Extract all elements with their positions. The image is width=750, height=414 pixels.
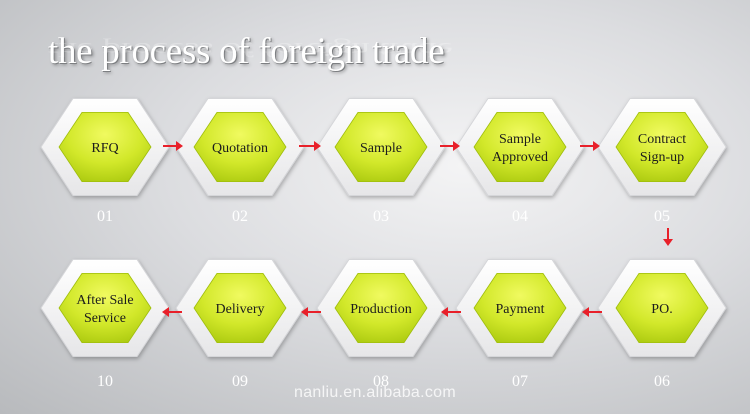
step-node: Production 08 (316, 259, 446, 390)
flow-arrow (441, 307, 461, 317)
step-label: Approved (492, 150, 548, 165)
step-number: 06 (654, 373, 670, 390)
step-label: Payment (496, 302, 545, 317)
step-label: Quotation (212, 141, 268, 156)
step-number: 07 (512, 373, 528, 390)
hexagon-core (473, 272, 567, 344)
step-node: Delivery 09 (175, 259, 305, 390)
hexagon-core (58, 112, 152, 183)
step-label: Service (84, 311, 126, 326)
step-label: Delivery (216, 302, 265, 317)
flow-arrow (301, 307, 321, 317)
flow-arrow (663, 228, 673, 246)
hexagon-core (58, 272, 152, 344)
step-node: RFQ 01 (40, 98, 170, 225)
arrowhead-icon (301, 307, 308, 317)
step-label: Production (350, 302, 411, 317)
watermark: nanliu.en.alibaba.com (294, 384, 456, 401)
hexagon-core (193, 112, 287, 183)
step-number: 04 (512, 208, 528, 225)
flow-arrow (580, 141, 600, 151)
arrowhead-icon (176, 141, 183, 151)
flow-arrow (163, 141, 183, 151)
step-number: 02 (232, 208, 248, 225)
step-number: 05 (654, 208, 670, 225)
arrowhead-icon (314, 141, 321, 151)
diagram-title: the process of foreign trade (48, 31, 445, 72)
arrowhead-icon (663, 239, 673, 246)
step-label: RFQ (91, 141, 118, 156)
arrowhead-icon (453, 141, 460, 151)
hexagon-core (334, 272, 428, 344)
step-number: 08 (373, 373, 389, 390)
step-number: 01 (97, 208, 113, 225)
step-label: Sample (360, 141, 402, 156)
flow-arrow (299, 141, 321, 151)
step-number: 10 (97, 373, 113, 390)
arrowhead-icon (593, 141, 600, 151)
hexagon-core (473, 112, 567, 183)
step-label: PO. (651, 302, 672, 317)
step-node: Sample 03 (316, 98, 446, 225)
flow-arrow (440, 141, 460, 151)
step-label: After Sale (76, 293, 133, 308)
step-label: Sample (499, 132, 541, 147)
hexagon-core (193, 272, 287, 344)
step-number: 09 (232, 373, 248, 390)
step-label: Sign-up (640, 150, 684, 165)
hexagon-core (615, 272, 709, 344)
flow-arrow (162, 307, 182, 317)
step-node: Quotation 02 (175, 98, 305, 225)
step-number: 03 (373, 208, 389, 225)
step-node: Payment 07 (455, 259, 585, 390)
arrowhead-icon (162, 307, 169, 317)
flow-arrow (582, 307, 602, 317)
hexagon-core (615, 112, 709, 183)
arrowhead-icon (582, 307, 589, 317)
hexagon-core (334, 112, 428, 183)
step-label: Contract (638, 132, 686, 147)
step-node: PO. 06 (597, 259, 727, 390)
arrowhead-icon (441, 307, 448, 317)
